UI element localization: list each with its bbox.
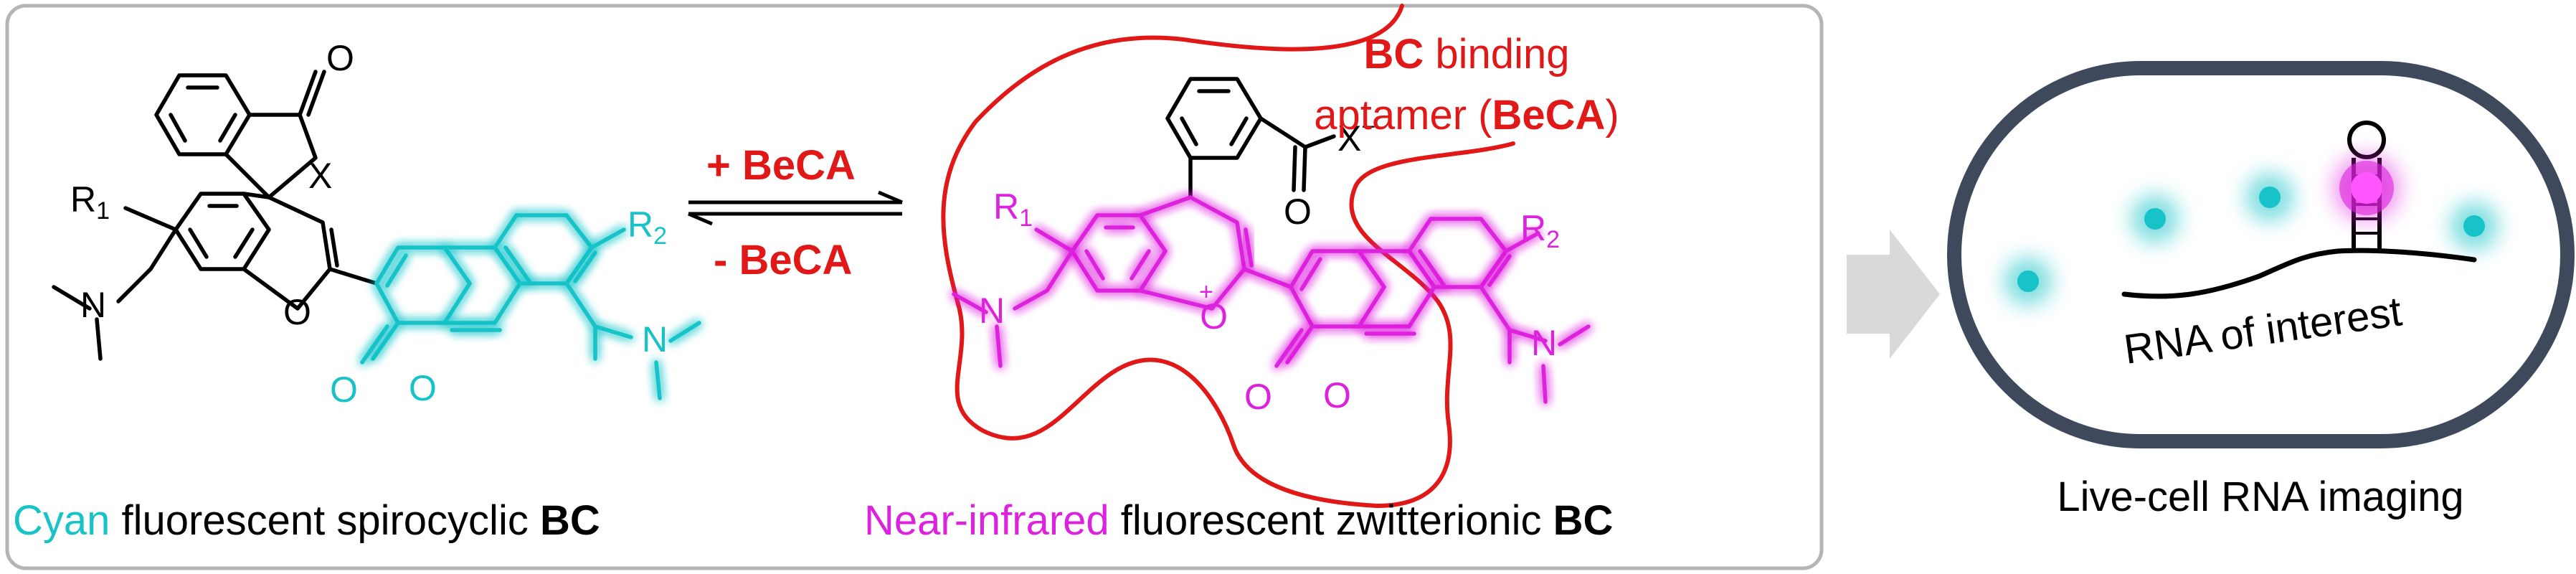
left-carbonyl-oxygen-label: O bbox=[326, 38, 354, 78]
right-coumarin-amine-n-label: N bbox=[1531, 323, 1557, 363]
spirocyclic-bc-molecule bbox=[52, 70, 379, 361]
left-ring-oxygen-label: O bbox=[283, 292, 311, 332]
rna-label: RNA of interest bbox=[2121, 288, 2405, 373]
left-caption: Cyan fluorescent spirocyclic BC bbox=[13, 497, 600, 544]
right-r2-label: R2 bbox=[1520, 208, 1560, 253]
cyan-coumarin-moiety bbox=[360, 213, 633, 364]
reverse-label: - BeCA bbox=[714, 237, 852, 283]
left-amine-n-label: N bbox=[80, 285, 106, 325]
cyan-fluorescent-dots bbox=[2004, 173, 2499, 306]
aptamer-label-line1: BC binding bbox=[1364, 31, 1570, 77]
right-r1-label: R1 bbox=[993, 187, 1033, 232]
magenta-aptamer-signal bbox=[2332, 154, 2401, 222]
left-r2-label: R2 bbox=[628, 204, 667, 250]
left-coumarin-amine-n-label: N bbox=[642, 319, 668, 359]
aptamer-label-line2: aptamer (BeCA) bbox=[1314, 92, 1619, 138]
right-coumarin-ring-o-label: O bbox=[1323, 375, 1351, 415]
forward-label: + BeCA bbox=[706, 142, 856, 189]
right-coumarin-carbonyl-o-label: O bbox=[1244, 377, 1272, 417]
cell-caption: Live-cell RNA imaging bbox=[2057, 474, 2463, 520]
left-coumarin-ring-o-label: O bbox=[409, 368, 437, 408]
right-amine-n-label: N bbox=[979, 291, 1005, 331]
magenta-xanthene-moiety bbox=[952, 195, 1548, 368]
right-caption: Near-infrared fluorescent zwitterionic B… bbox=[864, 497, 1613, 544]
right-x-label: X− bbox=[1337, 113, 1375, 159]
right-benzoate-ring bbox=[1165, 77, 1336, 199]
left-r1-label: R1 bbox=[70, 179, 110, 225]
left-coumarin-carbonyl-o-label: O bbox=[330, 370, 358, 410]
equilibrium-arrows bbox=[688, 190, 903, 226]
cell-outline bbox=[1947, 61, 2575, 448]
right-carbonyl-oxygen-label: O bbox=[1284, 192, 1312, 232]
process-arrow bbox=[1847, 230, 1940, 359]
chemistry-panel-frame bbox=[5, 4, 1824, 570]
right-ring-oxygen-label: O+ bbox=[1199, 278, 1228, 337]
left-x-label: X bbox=[308, 156, 332, 196]
